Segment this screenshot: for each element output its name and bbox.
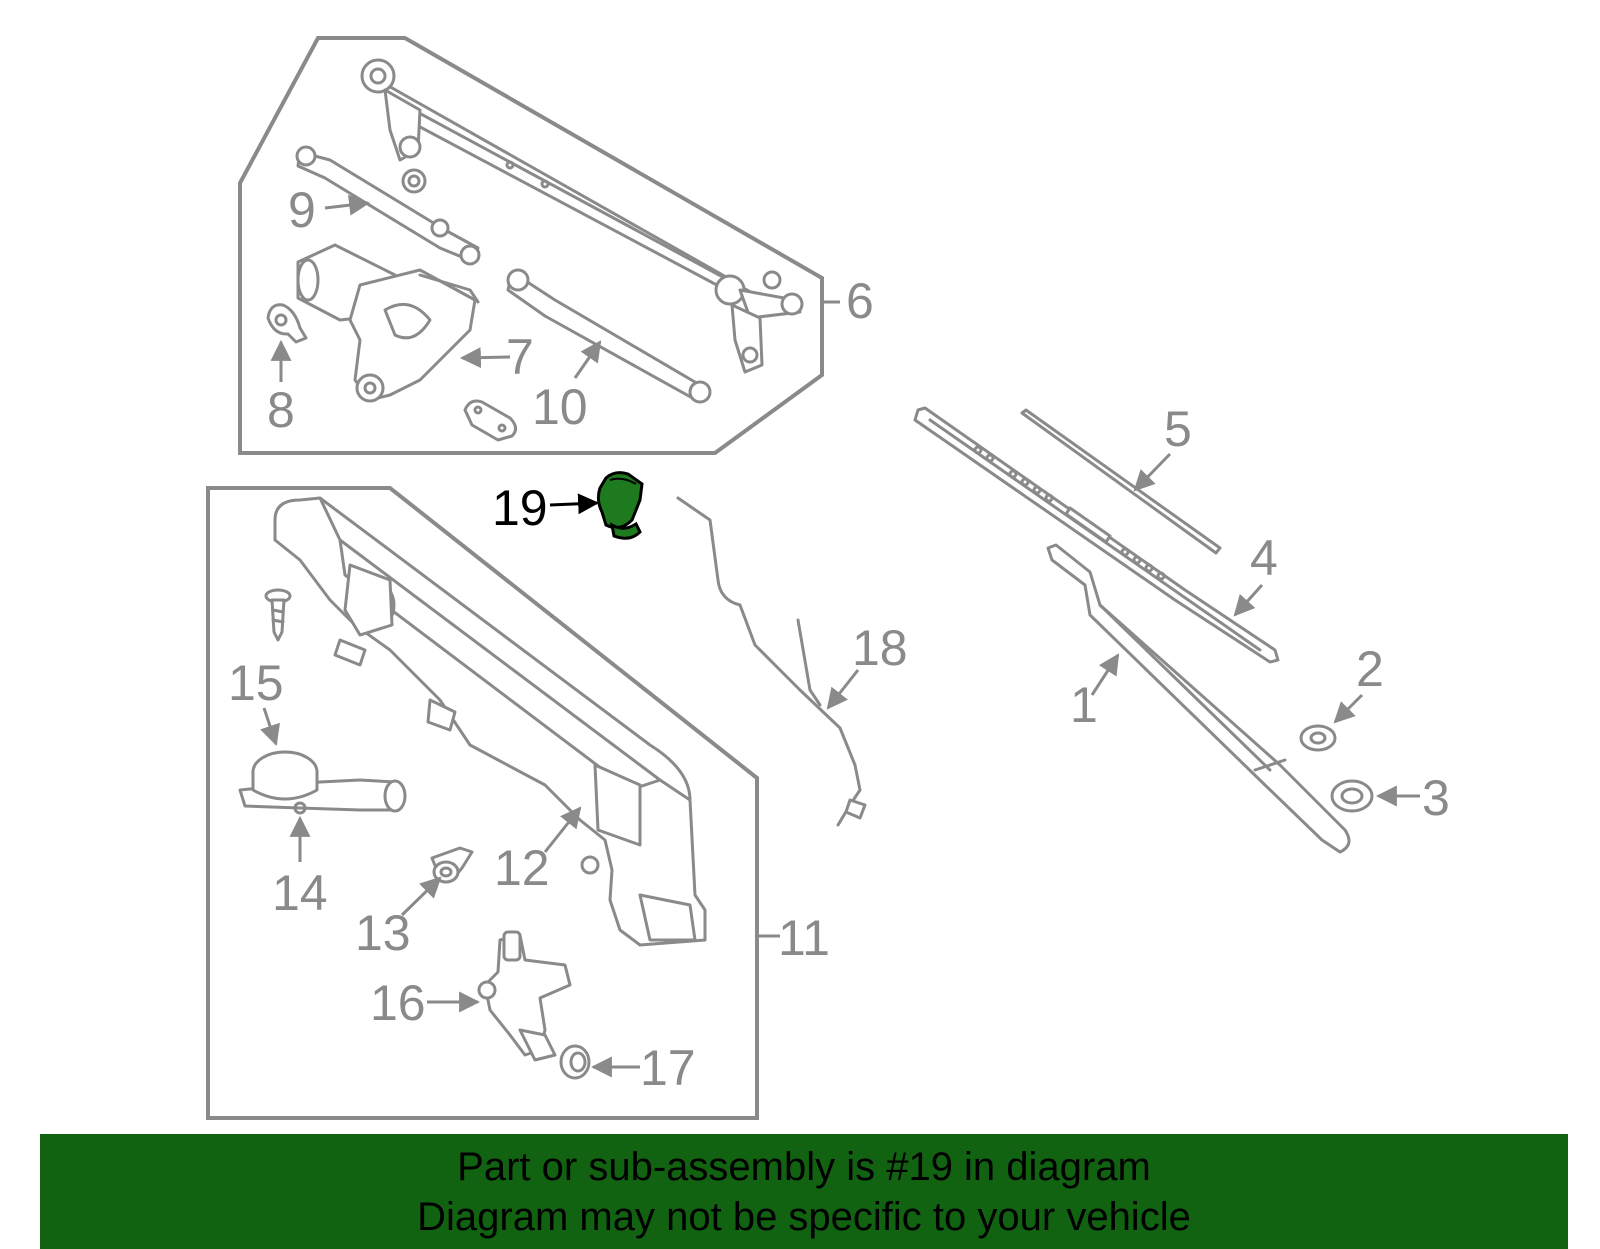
info-banner: Part or sub-assembly is #19 in diagram D…: [40, 1134, 1568, 1249]
blade-refill: [1020, 408, 1222, 555]
callout-18: 18: [852, 620, 908, 676]
washer-hose: [676, 496, 867, 827]
reservoir-assembly-box: [206, 486, 759, 1120]
callout-17: 17: [640, 1040, 696, 1096]
callout-9: 9: [288, 182, 316, 238]
linkage-bar: [360, 58, 804, 374]
filler-neck: [238, 750, 407, 815]
leader-18: [826, 669, 860, 710]
leader-5: [1133, 452, 1172, 492]
grommet-17: [559, 1044, 591, 1080]
drive-rod-10: [506, 268, 712, 404]
drive-rod-9: [295, 145, 481, 266]
leader-4: [1233, 583, 1264, 617]
leader-2: [1333, 693, 1364, 724]
wiper-motor: [296, 243, 480, 403]
wiper-blade: [913, 406, 1280, 664]
callout-4: 4: [1250, 530, 1278, 586]
callout-6: 6: [846, 273, 874, 329]
grommet-8: [266, 303, 308, 344]
banner-line-1: Part or sub-assembly is #19 in diagram: [457, 1144, 1151, 1189]
callout-14: 14: [272, 865, 328, 921]
callout-8: 8: [267, 382, 295, 438]
leader-19: [549, 493, 600, 515]
callout-12: 12: [494, 840, 550, 896]
leader-9: [324, 194, 371, 216]
leader-13: [400, 876, 442, 917]
callout-16: 16: [370, 975, 426, 1031]
callout-1: 1: [1070, 677, 1098, 733]
callout-2: 2: [1356, 641, 1384, 697]
leader-10: [573, 340, 602, 379]
leader-15: [260, 707, 280, 746]
washer-reservoir: [273, 496, 707, 947]
leader-1: [1090, 653, 1120, 696]
leader-12: [543, 806, 582, 853]
mount-bracket: [463, 399, 517, 442]
wiper-arm: [1046, 543, 1351, 854]
linkage-assembly-box: [238, 36, 824, 455]
callout-7: 7: [506, 329, 534, 385]
grommet-13: [430, 846, 474, 884]
leader-7: [459, 347, 511, 369]
callout-15: 15: [228, 655, 284, 711]
arm-nut: [1299, 724, 1337, 752]
callout-5: 5: [1164, 401, 1192, 457]
banner-line-2: Diagram may not be specific to your vehi…: [417, 1194, 1191, 1239]
arm-washer: [1330, 779, 1374, 813]
callout-10: 10: [532, 379, 588, 435]
callout-13: 13: [355, 905, 411, 961]
callout-3: 3: [1422, 770, 1450, 826]
callout-19: 19: [492, 480, 548, 536]
screw: [264, 588, 292, 642]
washer-nozzle-highlight: [596, 471, 644, 540]
callout-11: 11: [778, 910, 830, 966]
washer-pump: [477, 930, 572, 1062]
linkage-nut: [401, 168, 427, 194]
